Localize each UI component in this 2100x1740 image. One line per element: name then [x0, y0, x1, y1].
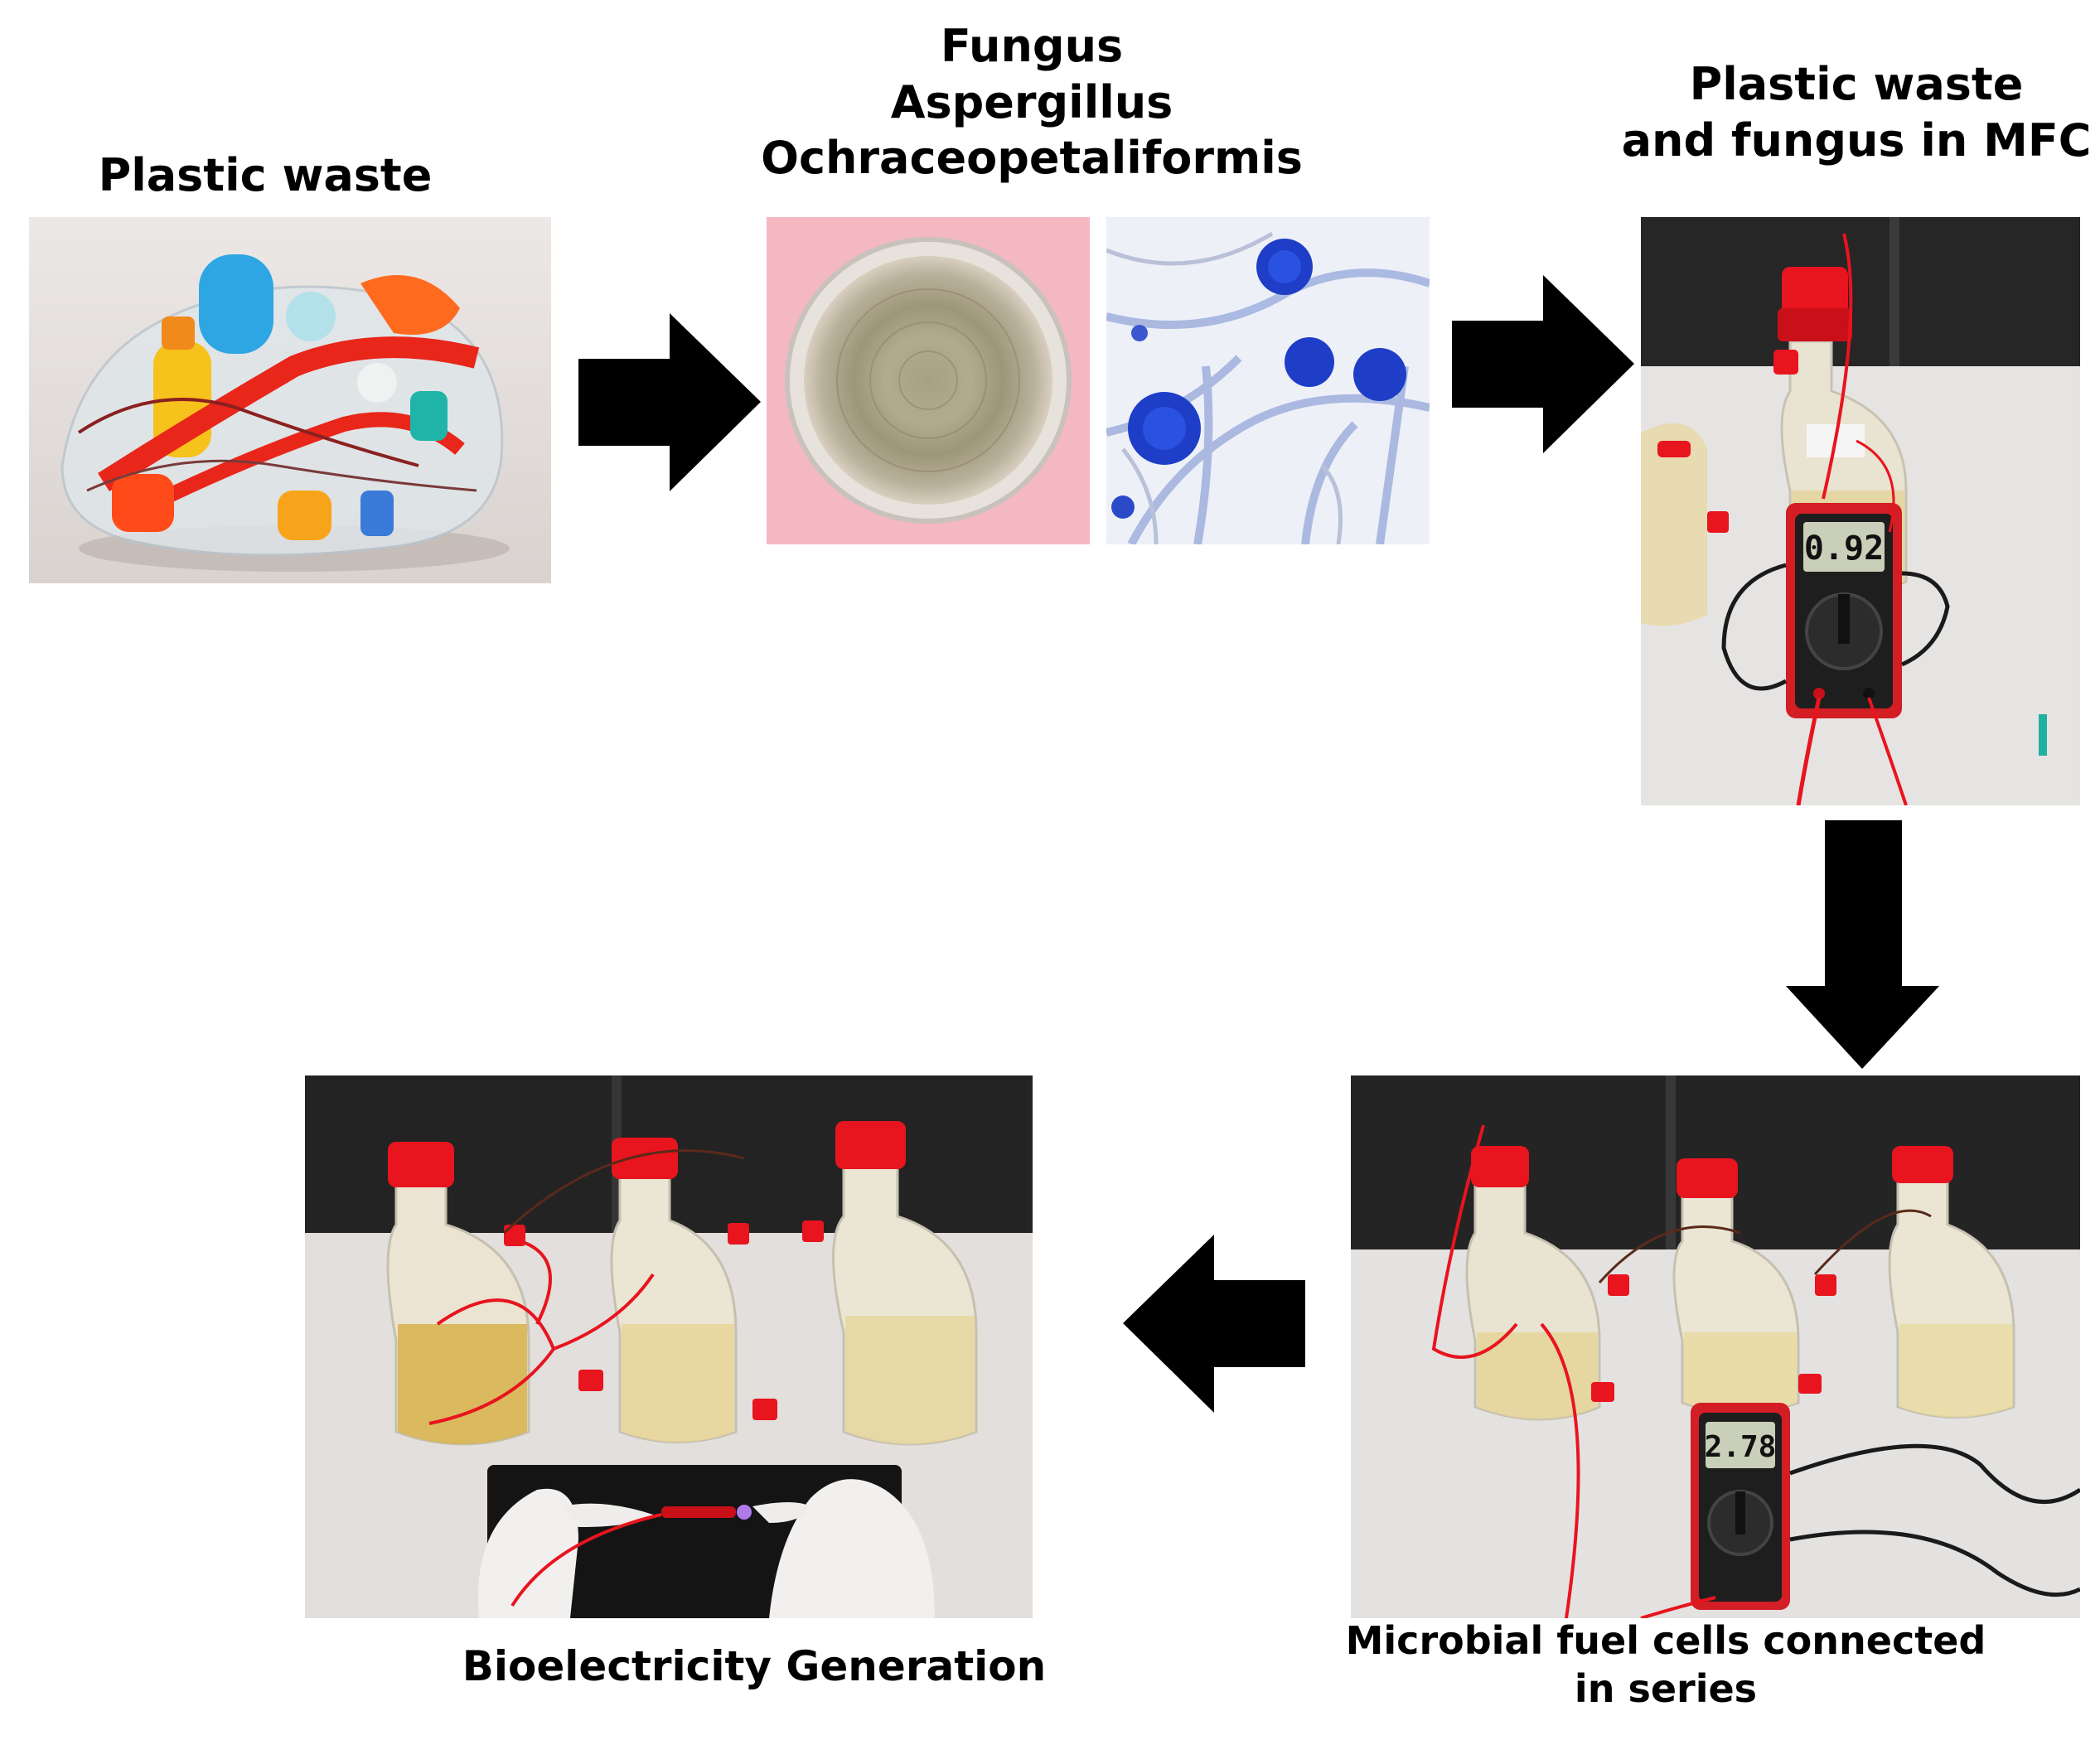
single-mfc-photo: 0.92: [1641, 217, 2080, 805]
arrow-right-icon: [1452, 275, 1634, 453]
plastic-waste-photo: [29, 217, 551, 583]
arrow-down-icon: [1786, 820, 1939, 1069]
mfc-label-line2: and fungus in MFC: [1621, 114, 2092, 167]
plastic-waste-label: Plastic waste: [98, 149, 433, 201]
series-label-line2: in series: [1574, 1665, 1758, 1711]
fungus-label-line1: Fungus: [940, 20, 1124, 72]
mfc-label: Plastic waste and fungus in MFC: [1616, 56, 2097, 168]
fungus-label: Fungus Aspergillus Ochraceopetaliformis: [729, 18, 1334, 186]
arrow-right-icon: [578, 313, 761, 491]
petri-dish-photo: [767, 217, 1090, 544]
series-meter-reading: 2.78: [1705, 1430, 1777, 1464]
series-label-line1: Microbial fuel cells connected: [1345, 1618, 1986, 1663]
series-mfc-photo: 2.78: [1351, 1075, 2080, 1618]
fungus-label-line2: Aspergillus: [890, 75, 1173, 128]
arrow-left-icon: [1123, 1235, 1305, 1413]
bioelectricity-photo: [305, 1075, 1033, 1618]
bioelectricity-label: Bioelectricity Generation: [462, 1642, 1047, 1690]
mfc-label-line1: Plastic waste: [1689, 58, 2024, 110]
microscope-photo: [1106, 217, 1430, 544]
single-meter-reading: 0.92: [1804, 529, 1884, 568]
fungus-label-line3: Ochraceopetaliformis: [761, 132, 1303, 184]
series-label: Microbial fuel cells connected in series: [1334, 1617, 1997, 1713]
